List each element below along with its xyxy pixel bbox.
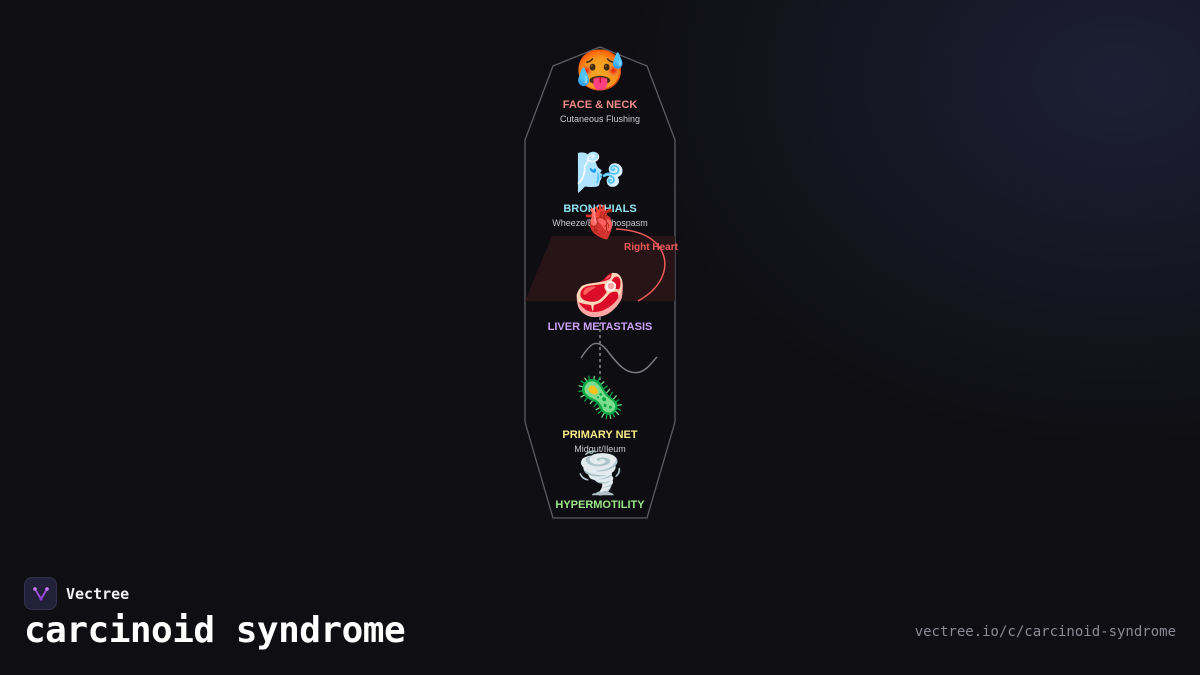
bronchials-title: BRONCHIALS	[563, 203, 636, 215]
liver-region	[525, 236, 675, 301]
right-heart-connector	[615, 228, 666, 302]
node-liver-metastasis: 🥩 LIVER METASTASIS	[548, 271, 653, 334]
page-url[interactable]: vectree.io/c/carcinoid-syndrome	[914, 624, 1176, 640]
page-title: carcinoid syndrome	[24, 610, 406, 651]
node-primary-net: 🦠 PRIMARY NET Midgut/Ileum	[562, 374, 637, 454]
node-bronchials: 🌬️ BRONCHIALS Wheeze/Bronchospasm	[552, 150, 648, 228]
gut-wave	[580, 342, 658, 374]
node-hypermotility: 🌪️ HYPERMOTILITY	[555, 449, 645, 511]
right-heart-label: Right Heart	[624, 242, 679, 253]
liver-metastasis-title: LIVER METASTASIS	[548, 321, 653, 333]
tornado-icon: 🌪️	[575, 449, 625, 497]
node-right-heart: 🫀 Right Heart	[581, 203, 679, 253]
bronchials-subtitle: Wheeze/Bronchospasm	[552, 218, 648, 228]
anatomical-heart-icon: 🫀	[581, 203, 621, 241]
vectree-logo-icon	[24, 577, 57, 610]
microbe-icon: 🦠	[575, 374, 625, 421]
brand-name: Vectree	[66, 584, 130, 603]
hypermotility-title: HYPERMOTILITY	[555, 499, 645, 511]
primary-net-title: PRIMARY NET	[562, 429, 637, 441]
face-neck-subtitle: Cutaneous Flushing	[560, 114, 640, 124]
face-neck-title: FACE & NECK	[563, 99, 638, 111]
node-face-neck: 🥵 FACE & NECK Cutaneous Flushing	[560, 48, 640, 124]
hot-face-icon: 🥵	[575, 48, 625, 94]
meat-icon: 🥩	[574, 271, 626, 321]
brand: Vectree	[24, 577, 129, 610]
wind-face-icon: 🌬️	[575, 150, 625, 196]
primary-net-subtitle: Midgut/Ileum	[574, 444, 626, 454]
